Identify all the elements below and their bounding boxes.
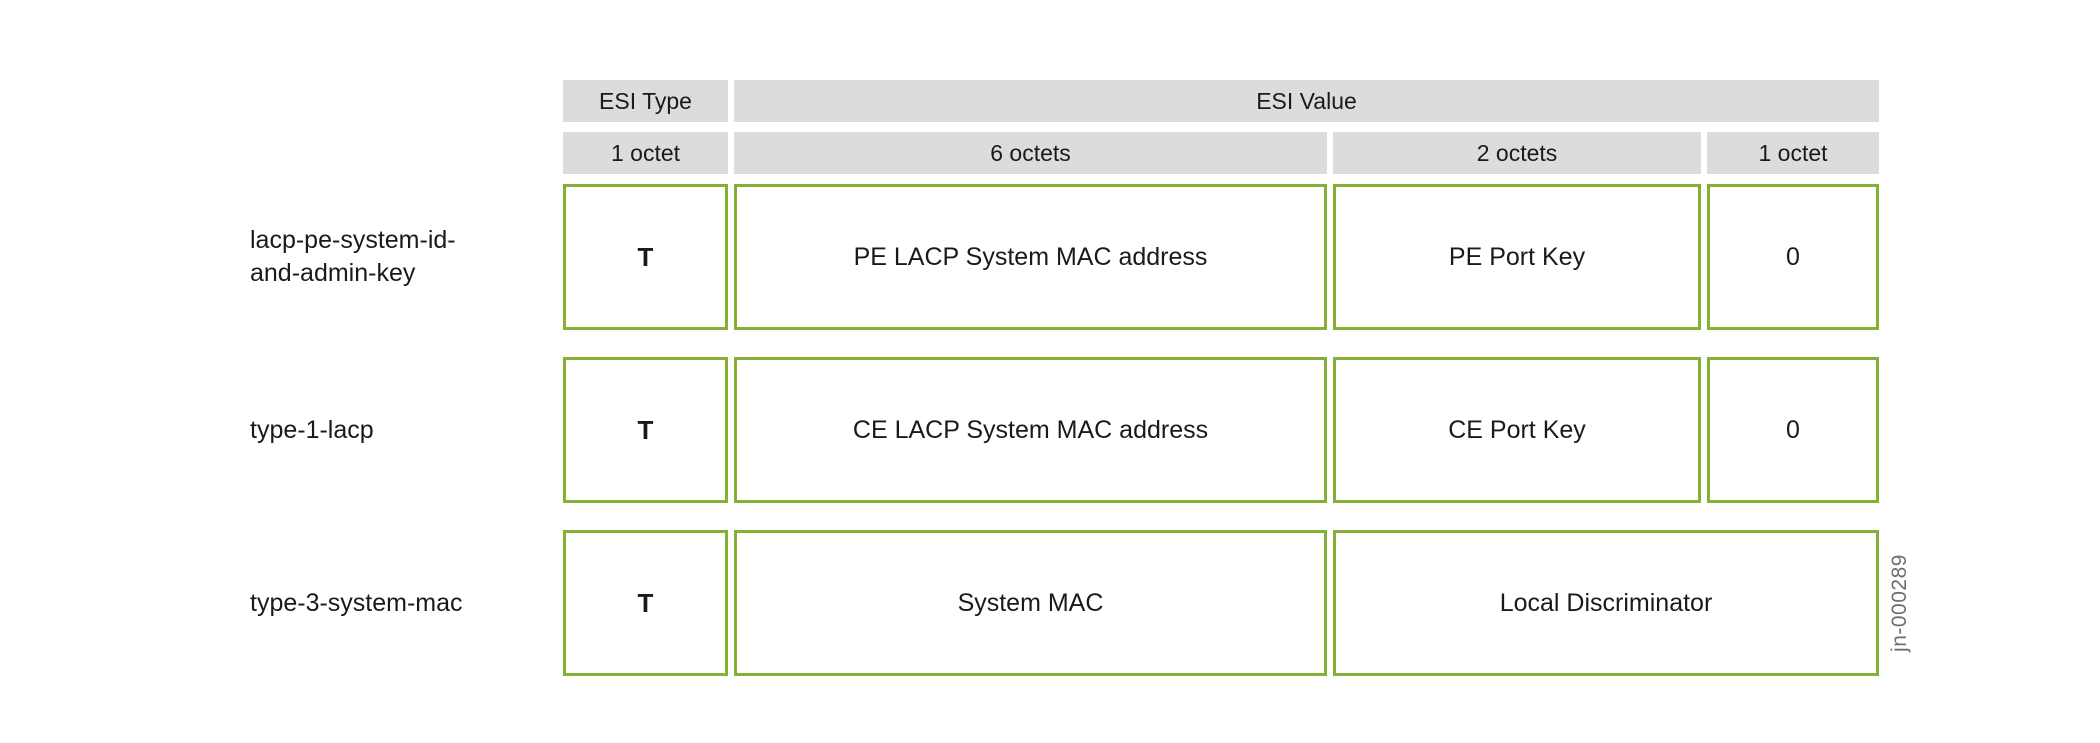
row-label-type-3-system-mac: type-3-system-mac [250, 588, 463, 617]
header-row-octets: 1 octet 6 octets 2 octets 1 octet [563, 132, 1879, 174]
cell-type-t: T [563, 184, 728, 330]
row-type-3-system-mac: T System MAC Local Discriminator [563, 530, 1879, 676]
cell-zero: 0 [1707, 184, 1879, 330]
cell-ce-lacp-system-mac: CE LACP System MAC address [734, 357, 1327, 503]
header-octet-col2: 6 octets [734, 132, 1327, 174]
row-label-type-1-lacp: type-1-lacp [250, 415, 374, 444]
cell-type-t: T [563, 530, 728, 676]
header-octet-col3: 2 octets [1333, 132, 1701, 174]
header-esi-value: ESI Value [734, 80, 1879, 122]
header-octet-col4: 1 octet [1707, 132, 1879, 174]
cell-pe-lacp-system-mac: PE LACP System MAC address [734, 184, 1327, 330]
cell-pe-port-key: PE Port Key [1333, 184, 1701, 330]
cell-local-discriminator: Local Discriminator [1333, 530, 1879, 676]
header-octet-col1: 1 octet [563, 132, 728, 174]
row-type-1-lacp: T CE LACP System MAC address CE Port Key… [563, 357, 1879, 503]
row-label-lacp-pe-system-id-and-admin-key: lacp-pe-system-id-and-admin-key [250, 226, 456, 287]
header-esi-type: ESI Type [563, 80, 728, 122]
cell-zero: 0 [1707, 357, 1879, 503]
cell-system-mac: System MAC [734, 530, 1327, 676]
header-row-groups: ESI Type ESI Value [563, 80, 1879, 122]
cell-ce-port-key: CE Port Key [1333, 357, 1701, 503]
row-lacp-pe-system-id-and-admin-key: T PE LACP System MAC address PE Port Key… [563, 184, 1879, 330]
figure-id: jn-000289 [1888, 554, 1911, 652]
cell-type-t: T [563, 357, 728, 503]
esi-format-table: ESI Type ESI Value 1 octet 6 octets 2 oc… [563, 80, 1879, 703]
